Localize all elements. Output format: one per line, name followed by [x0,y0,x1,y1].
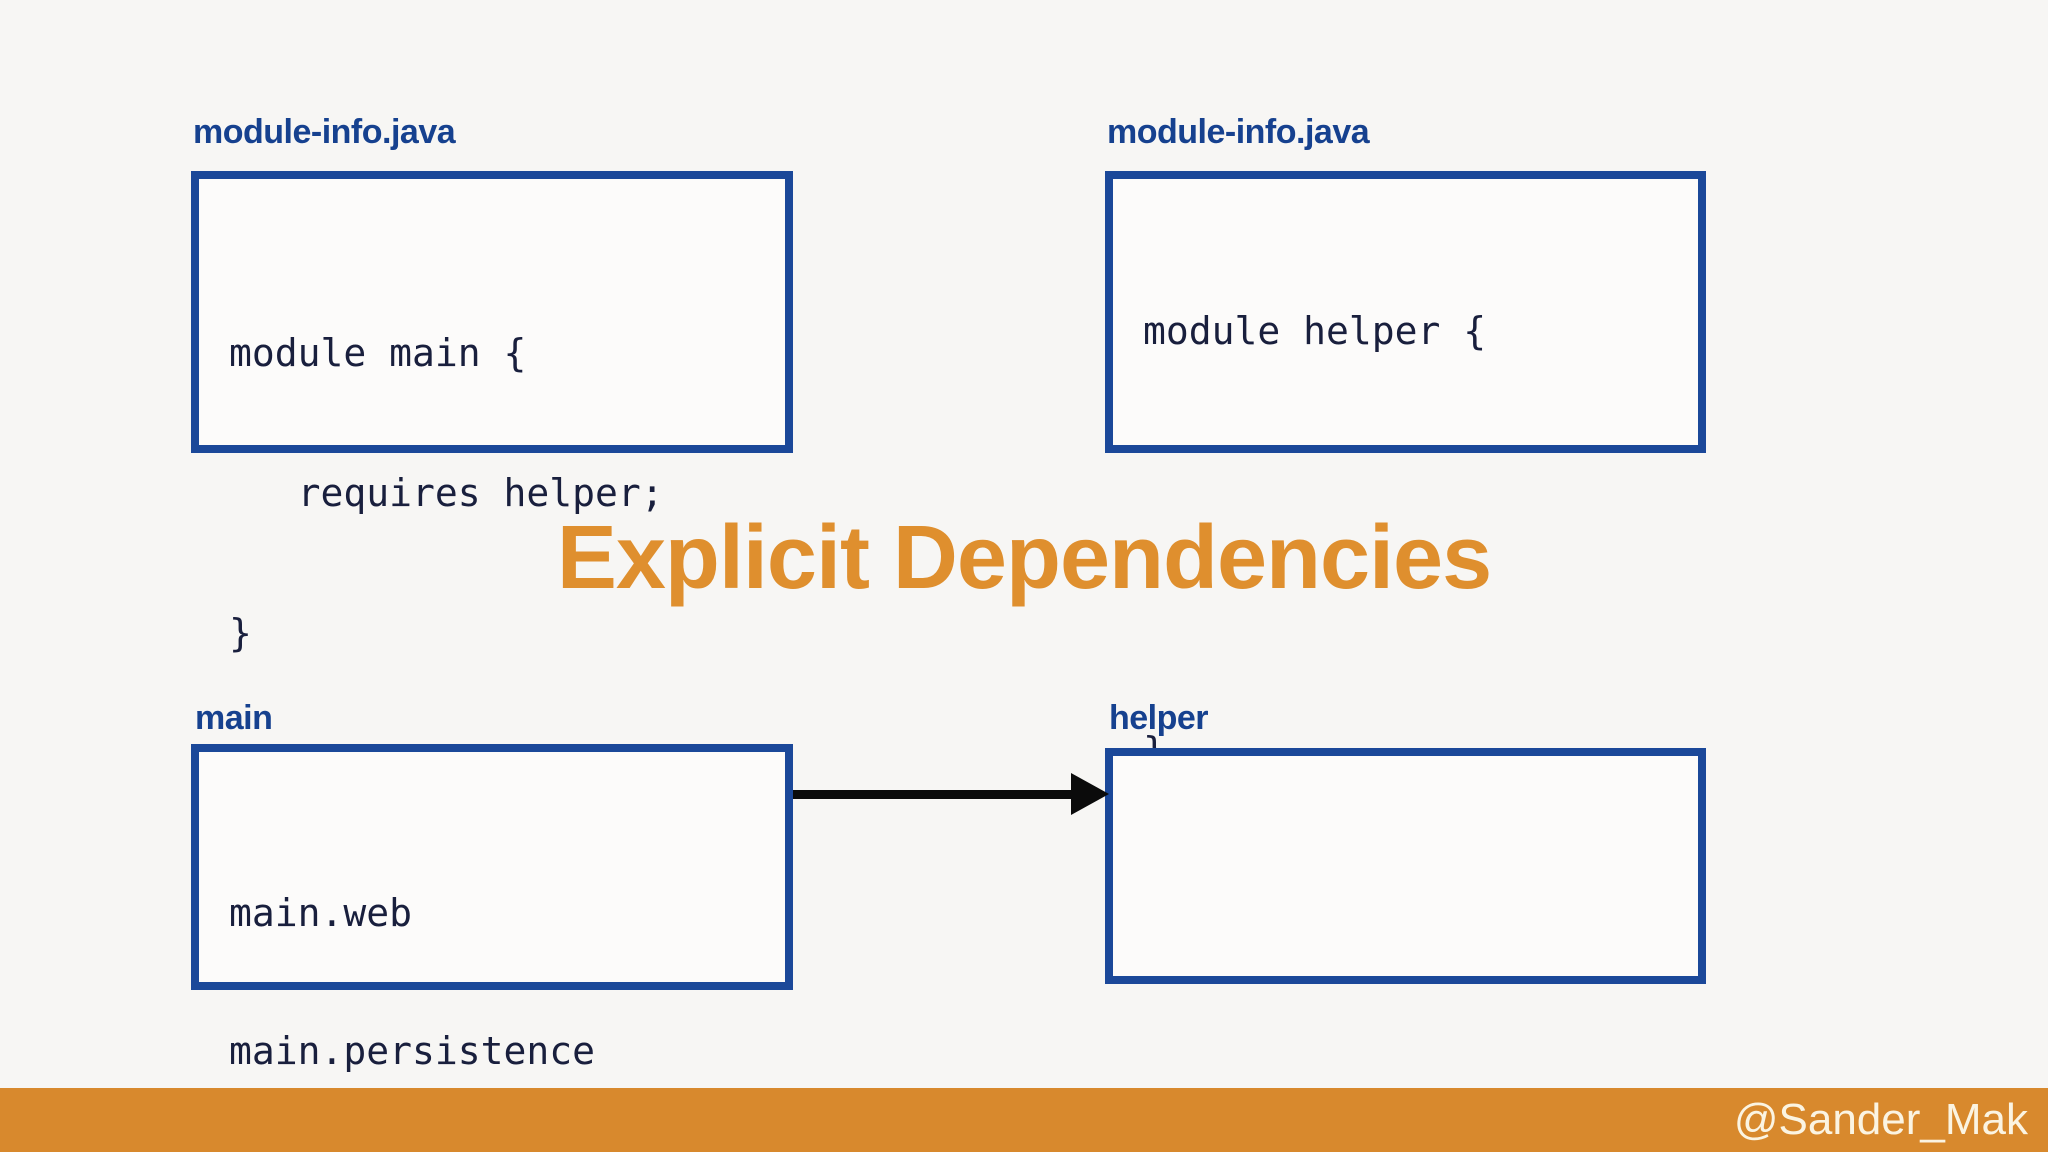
code-line: module helper { [1143,309,1487,353]
arrow-shaft [793,790,1073,799]
code-line: } [229,611,252,655]
package-item: main.web [229,891,413,935]
module-box-helper [1105,748,1706,984]
file-label-main: module-info.java [193,113,456,151]
file-label-helper: module-info.java [1107,113,1370,151]
code-line: requires helper; [229,471,664,515]
module-info-helper-section: module-info.java module helper { } [1105,112,1706,773]
module-info-main-section: module-info.java module main { requires … [191,112,793,655]
module-label-main: main [195,699,273,737]
footer-bar: @Sander_Mak [0,1088,2048,1152]
twitter-handle: @Sander_Mak [1733,1095,2028,1144]
module-box-main: main.web main.persistence main.integrati… [191,744,793,1073]
code-box-helper-module-info: module helper { } [1105,171,1706,773]
helper-module-section: helper [1105,698,1706,984]
module-label-helper: helper [1109,699,1209,737]
code-line [1143,445,1698,497]
arrow-head-icon [1071,773,1109,815]
package-item: main.persistence [229,1029,596,1073]
code-box-main-module-info: module main { requires helper; } [191,171,793,655]
code-line: module main { [229,331,527,375]
main-module-section: main main.web main.persistence main.inte… [191,698,793,1073]
slide-title: Explicit Dependencies [556,508,1492,608]
